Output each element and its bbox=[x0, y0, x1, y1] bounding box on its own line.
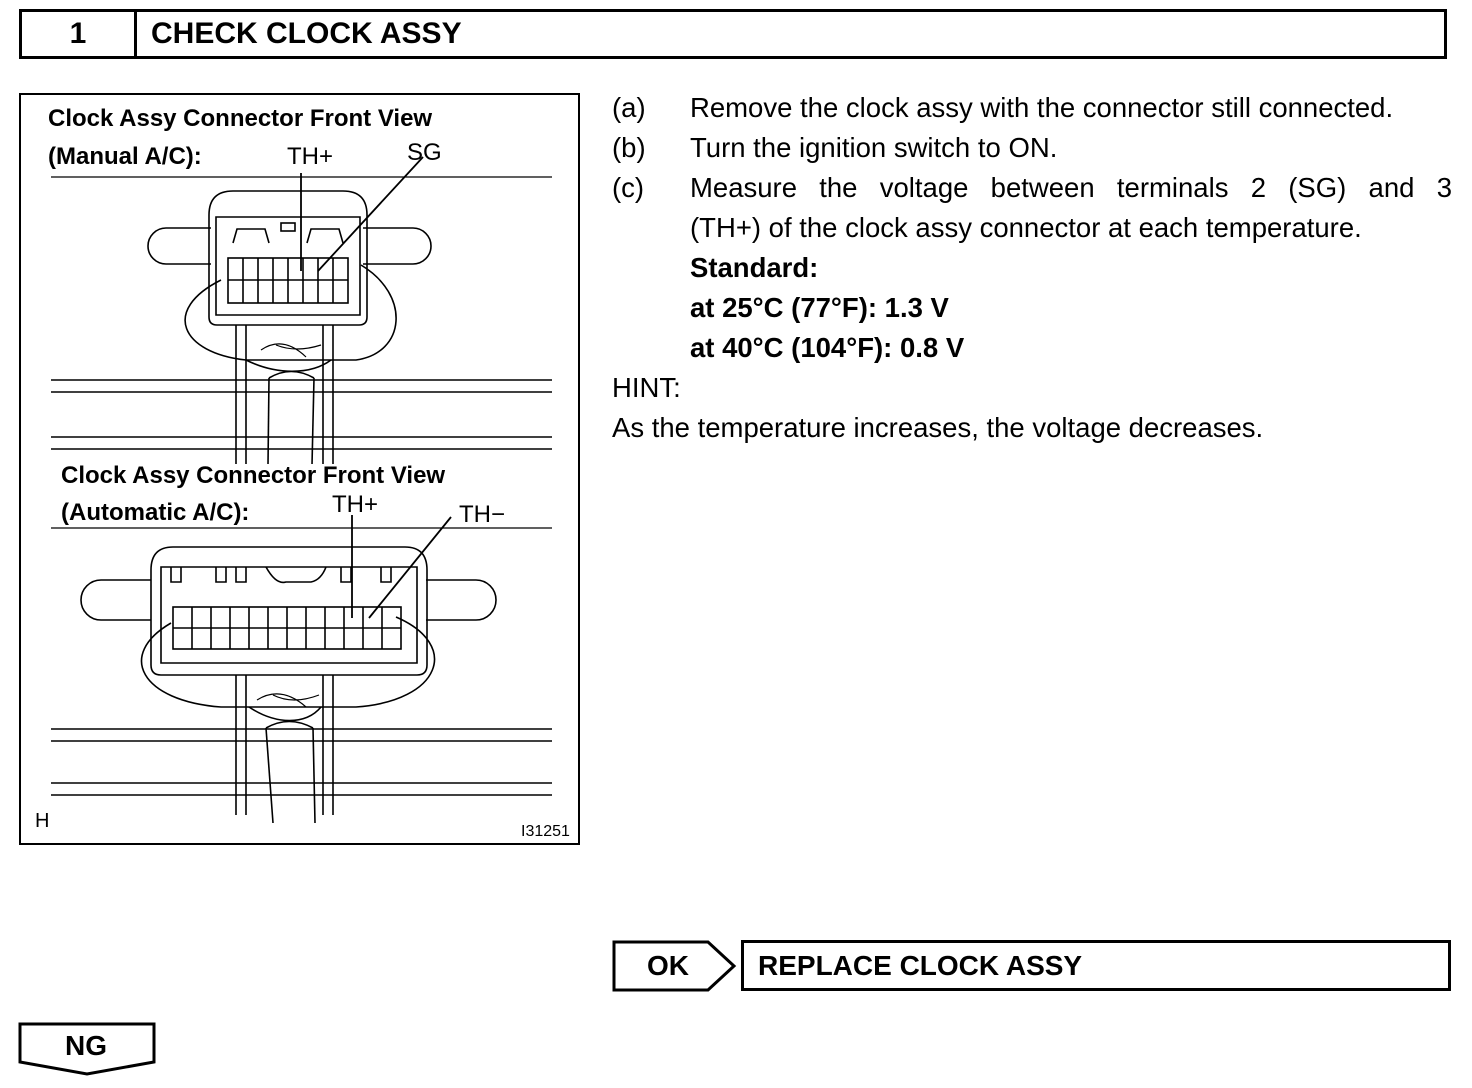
step-text: Remove the clock assy with the connector… bbox=[690, 92, 1394, 123]
step-marker: (a) bbox=[612, 92, 646, 123]
step-header: 1 CHECK CLOCK ASSY bbox=[19, 9, 1447, 59]
step-text-line2: (TH+) of the clock assy connector at eac… bbox=[690, 212, 1362, 243]
ng-arrow-shape bbox=[18, 1022, 156, 1076]
hint-label: HINT: bbox=[612, 372, 681, 403]
manual-th-plus-label: TH+ bbox=[287, 143, 334, 170]
automatic-view-title: Clock Assy Connector Front View bbox=[61, 462, 446, 489]
manual-view-title: Clock Assy Connector Front View bbox=[48, 105, 433, 132]
standard-value: at 25°C (77°F): 1.3 V bbox=[690, 292, 949, 323]
instruction-step-b: (b) Turn the ignition switch to ON. bbox=[612, 128, 1452, 168]
ok-label: OK bbox=[647, 950, 689, 981]
step-text-line1: Measure the voltage between terminals 2 … bbox=[690, 172, 1452, 203]
figure-code: I31251 bbox=[521, 823, 570, 840]
ng-label: NG bbox=[65, 1030, 107, 1061]
step-title: CHECK CLOCK ASSY bbox=[151, 17, 462, 50]
hint-text: As the temperature increases, the voltag… bbox=[612, 412, 1264, 443]
ok-arrow-shape bbox=[612, 940, 737, 992]
automatic-th-minus-label: TH− bbox=[459, 501, 506, 528]
instructions: (a) Remove the clock assy with the conne… bbox=[612, 88, 1452, 448]
ng-result-tag: NG bbox=[18, 1022, 156, 1076]
connector-figure: Clock Assy Connector Front View (Manual … bbox=[19, 93, 580, 845]
standard-value: at 40°C (104°F): 0.8 V bbox=[690, 332, 965, 363]
instruction-step-a: (a) Remove the clock assy with the conne… bbox=[612, 88, 1452, 128]
manual-connector-drawing bbox=[51, 156, 552, 466]
step-marker: (b) bbox=[612, 132, 646, 163]
standard-label: Standard: bbox=[690, 252, 819, 283]
step-number: 1 bbox=[22, 12, 137, 56]
step-marker: (c) bbox=[612, 172, 645, 203]
ok-result-tag: OK bbox=[612, 940, 738, 992]
automatic-th-plus-label: TH+ bbox=[332, 491, 379, 518]
automatic-connector-drawing bbox=[51, 515, 552, 824]
connector-illustration bbox=[51, 156, 552, 824]
step-text: Turn the ignition switch to ON. bbox=[690, 132, 1058, 163]
manual-view-subtitle: (Manual A/C): bbox=[48, 143, 202, 170]
automatic-view-subtitle: (Automatic A/C): bbox=[61, 499, 250, 526]
corner-mark: H bbox=[35, 810, 50, 832]
manual-sg-label: SG bbox=[407, 139, 442, 166]
ok-action-box: REPLACE CLOCK ASSY bbox=[741, 940, 1451, 991]
instruction-step-c: (c) Measure the voltage between terminal… bbox=[612, 168, 1452, 208]
